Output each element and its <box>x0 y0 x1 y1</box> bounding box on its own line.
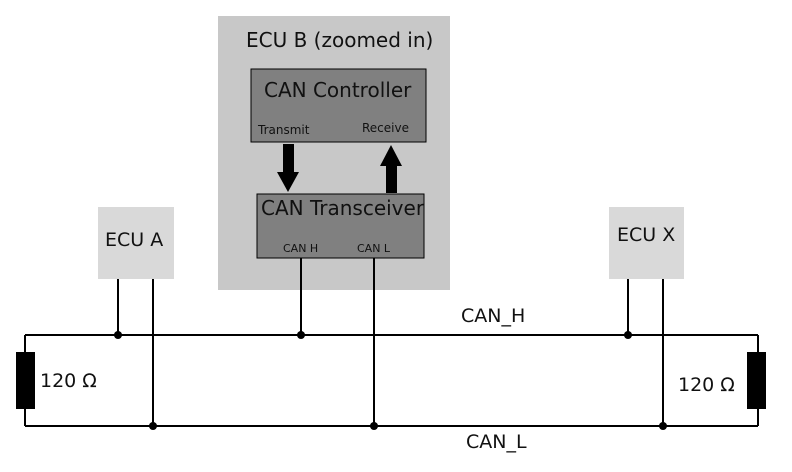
junction-dots <box>114 331 667 430</box>
left-resistor <box>16 352 35 409</box>
ecu-x-box <box>609 207 684 279</box>
receive-arrow <box>380 145 402 193</box>
right-resistor-label: 120 Ω <box>678 374 735 396</box>
can-transceiver-label: CAN Transceiver <box>261 196 425 220</box>
can-controller-label: CAN Controller <box>264 78 412 102</box>
can-transceiver-box <box>256 193 425 259</box>
transmit-label: Transmit <box>258 123 310 137</box>
can-h-bus-label: CAN_H <box>461 305 526 327</box>
ecu-x-label: ECU X <box>617 224 676 246</box>
can-l-pin-label: CAN L <box>357 242 391 255</box>
can-h-pin-label: CAN H <box>283 242 319 255</box>
right-resistor <box>747 352 766 409</box>
can-l-bus-label: CAN_L <box>466 431 527 453</box>
ecu-a-box <box>98 207 174 279</box>
left-resistor-label: 120 Ω <box>40 370 97 392</box>
ecu-a-label: ECU A <box>105 229 164 251</box>
ecu-b-title: ECU B (zoomed in) <box>246 28 434 52</box>
receive-label: Receive <box>362 121 409 135</box>
can-controller-box <box>250 68 427 143</box>
transmit-arrow <box>277 144 299 192</box>
